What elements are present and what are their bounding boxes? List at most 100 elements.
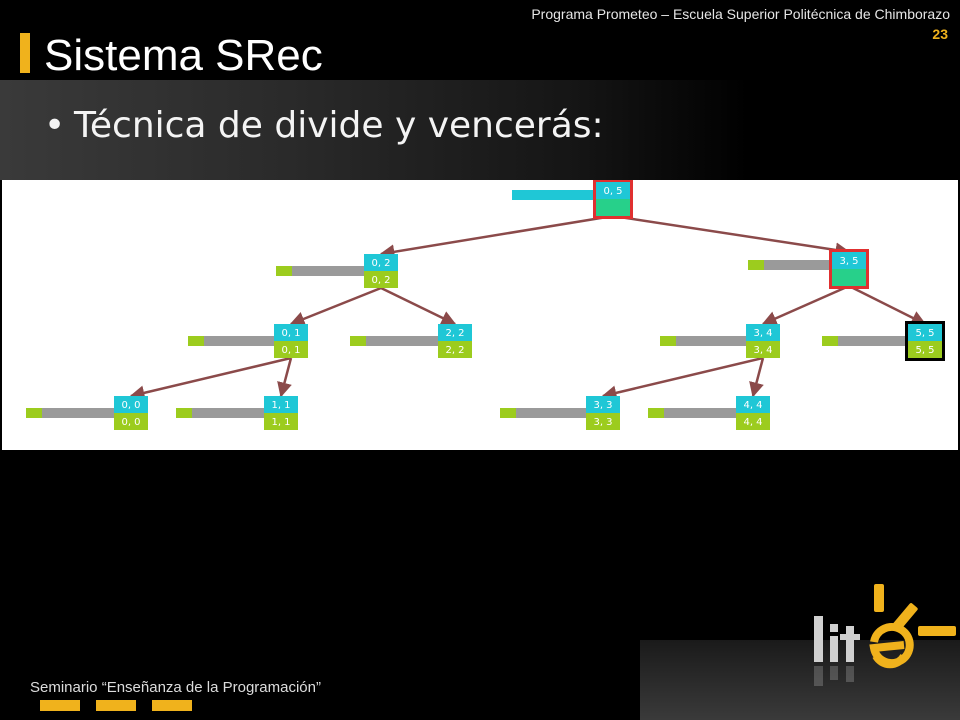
tree-node-n02: 0, 2 0, 2 xyxy=(276,254,398,288)
tree-node-n11: 1, 1 1, 1 xyxy=(176,396,298,430)
node-result-box xyxy=(908,341,942,358)
node-param-stub xyxy=(822,336,838,346)
node-result-box xyxy=(832,269,866,286)
node-result-label: 4, 4 xyxy=(743,417,762,428)
node-pending-bar xyxy=(188,336,274,346)
tree-edge-n02-n01 xyxy=(289,286,382,326)
node-param-stub xyxy=(188,336,204,346)
node-param-stub xyxy=(350,336,366,346)
tree-node-n34: 3, 4 3, 4 xyxy=(660,324,780,358)
node-result-box xyxy=(596,199,630,216)
tree-edge-n34-n44 xyxy=(749,357,765,398)
node-result-box xyxy=(364,271,398,288)
node-call-label: 0, 5 xyxy=(603,186,622,197)
node-call-label: 0, 1 xyxy=(281,328,300,339)
node-result-box xyxy=(736,413,770,430)
node-pending-bar xyxy=(276,266,364,276)
node-call-label: 0, 0 xyxy=(121,400,140,411)
logo-letter-e xyxy=(869,623,914,669)
node-call-box xyxy=(586,396,620,413)
node-param-stub xyxy=(748,260,764,270)
node-call-label: 2, 2 xyxy=(445,328,464,339)
tree-node-n01: 0, 1 0, 1 xyxy=(188,324,308,358)
node-result-label: 0, 1 xyxy=(281,345,300,356)
recursion-tree-diagram: 0, 50, 20, 23, 50, 10, 12, 22, 23, 43, 4… xyxy=(26,179,945,430)
node-highlight-frame xyxy=(829,249,869,289)
node-call-box xyxy=(746,324,780,341)
tree-edge-n34-n33 xyxy=(601,356,764,401)
node-result-label: 1, 1 xyxy=(271,417,290,428)
node-pending-bar xyxy=(500,408,586,418)
node-pending-bar xyxy=(648,408,736,418)
footer-bar xyxy=(40,700,80,711)
node-result-label: 0, 2 xyxy=(371,275,390,286)
node-param-stub xyxy=(660,336,676,346)
node-param-stub xyxy=(500,408,516,418)
node-highlight-frame xyxy=(593,179,633,219)
bullet-marker: • xyxy=(44,105,66,146)
node-param-stub xyxy=(276,266,292,276)
node-result-box xyxy=(274,341,308,358)
node-result-box xyxy=(114,413,148,430)
tree-edge-n05-n35 xyxy=(612,214,851,258)
node-call-label: 3, 3 xyxy=(593,400,612,411)
tree-node-n55: 5, 5 5, 5 xyxy=(822,321,945,361)
node-call-label: 3, 5 xyxy=(839,256,858,267)
node-result-label: 0, 0 xyxy=(121,417,140,428)
node-call-label: 4, 4 xyxy=(743,400,762,411)
tree-node-n44: 4, 4 4, 4 xyxy=(648,396,770,430)
tree-edge-n35-n55 xyxy=(848,284,927,326)
node-result-label: 3, 3 xyxy=(593,417,612,428)
node-result-box xyxy=(746,341,780,358)
page-title: Sistema SRec xyxy=(44,31,323,80)
node-pending-bar xyxy=(748,260,832,270)
node-call-label: 5, 5 xyxy=(915,328,934,339)
node-pending-bar xyxy=(660,336,746,346)
node-call-box xyxy=(438,324,472,341)
bullet-item: •Técnica de divide y vencerás: xyxy=(44,102,604,150)
node-call-box xyxy=(114,396,148,413)
node-call-box xyxy=(596,182,630,199)
header-source: Programa Prometeo – Escuela Superior Pol… xyxy=(531,6,950,22)
logo-lettering xyxy=(814,616,860,662)
lite-logo xyxy=(814,584,956,686)
node-call-label: 1, 1 xyxy=(271,400,290,411)
tree-node-n22: 2, 2 2, 2 xyxy=(350,324,472,358)
tree-node-n35: 3, 5 xyxy=(748,249,869,289)
bullet-text: Técnica de divide y vencerás: xyxy=(74,105,604,146)
tree-edge-n02-n22 xyxy=(380,286,457,326)
node-call-box xyxy=(832,252,866,269)
footer-text: Seminario “Enseñanza de la Programación” xyxy=(30,679,321,696)
title-accent-bar xyxy=(20,33,30,73)
node-param-stub xyxy=(512,190,596,200)
node-param-stub xyxy=(26,408,42,418)
footer-bar xyxy=(152,700,192,711)
tree-edge-n01-n11 xyxy=(277,357,293,398)
tree-edge-n05-n02 xyxy=(379,214,614,260)
node-result-label: 5, 5 xyxy=(915,345,934,356)
tree-node-n00: 0, 0 0, 0 xyxy=(26,396,148,430)
node-pending-bar xyxy=(176,408,264,418)
node-result-label: 2, 2 xyxy=(445,345,464,356)
logo-sun-rays-icon xyxy=(874,584,956,636)
node-pending-bar xyxy=(26,408,114,418)
node-call-label: 3, 4 xyxy=(753,328,772,339)
node-param-stub xyxy=(648,408,664,418)
node-pending-bar xyxy=(350,336,438,346)
node-call-box xyxy=(364,254,398,271)
node-call-label: 0, 2 xyxy=(371,258,390,269)
node-result-label: 3, 4 xyxy=(753,345,772,356)
tree-node-n33: 3, 3 3, 3 xyxy=(500,396,620,430)
node-result-box xyxy=(586,413,620,430)
node-pending-bar xyxy=(822,336,908,346)
tree-edge-n35-n34 xyxy=(761,284,850,326)
footer-bar xyxy=(96,700,136,711)
node-result-box xyxy=(264,413,298,430)
node-param-stub xyxy=(176,408,192,418)
node-highlight-frame xyxy=(905,321,945,361)
node-call-box xyxy=(736,396,770,413)
node-call-box xyxy=(908,324,942,341)
node-call-box xyxy=(274,324,308,341)
tree-edge-n01-n00 xyxy=(129,356,292,401)
